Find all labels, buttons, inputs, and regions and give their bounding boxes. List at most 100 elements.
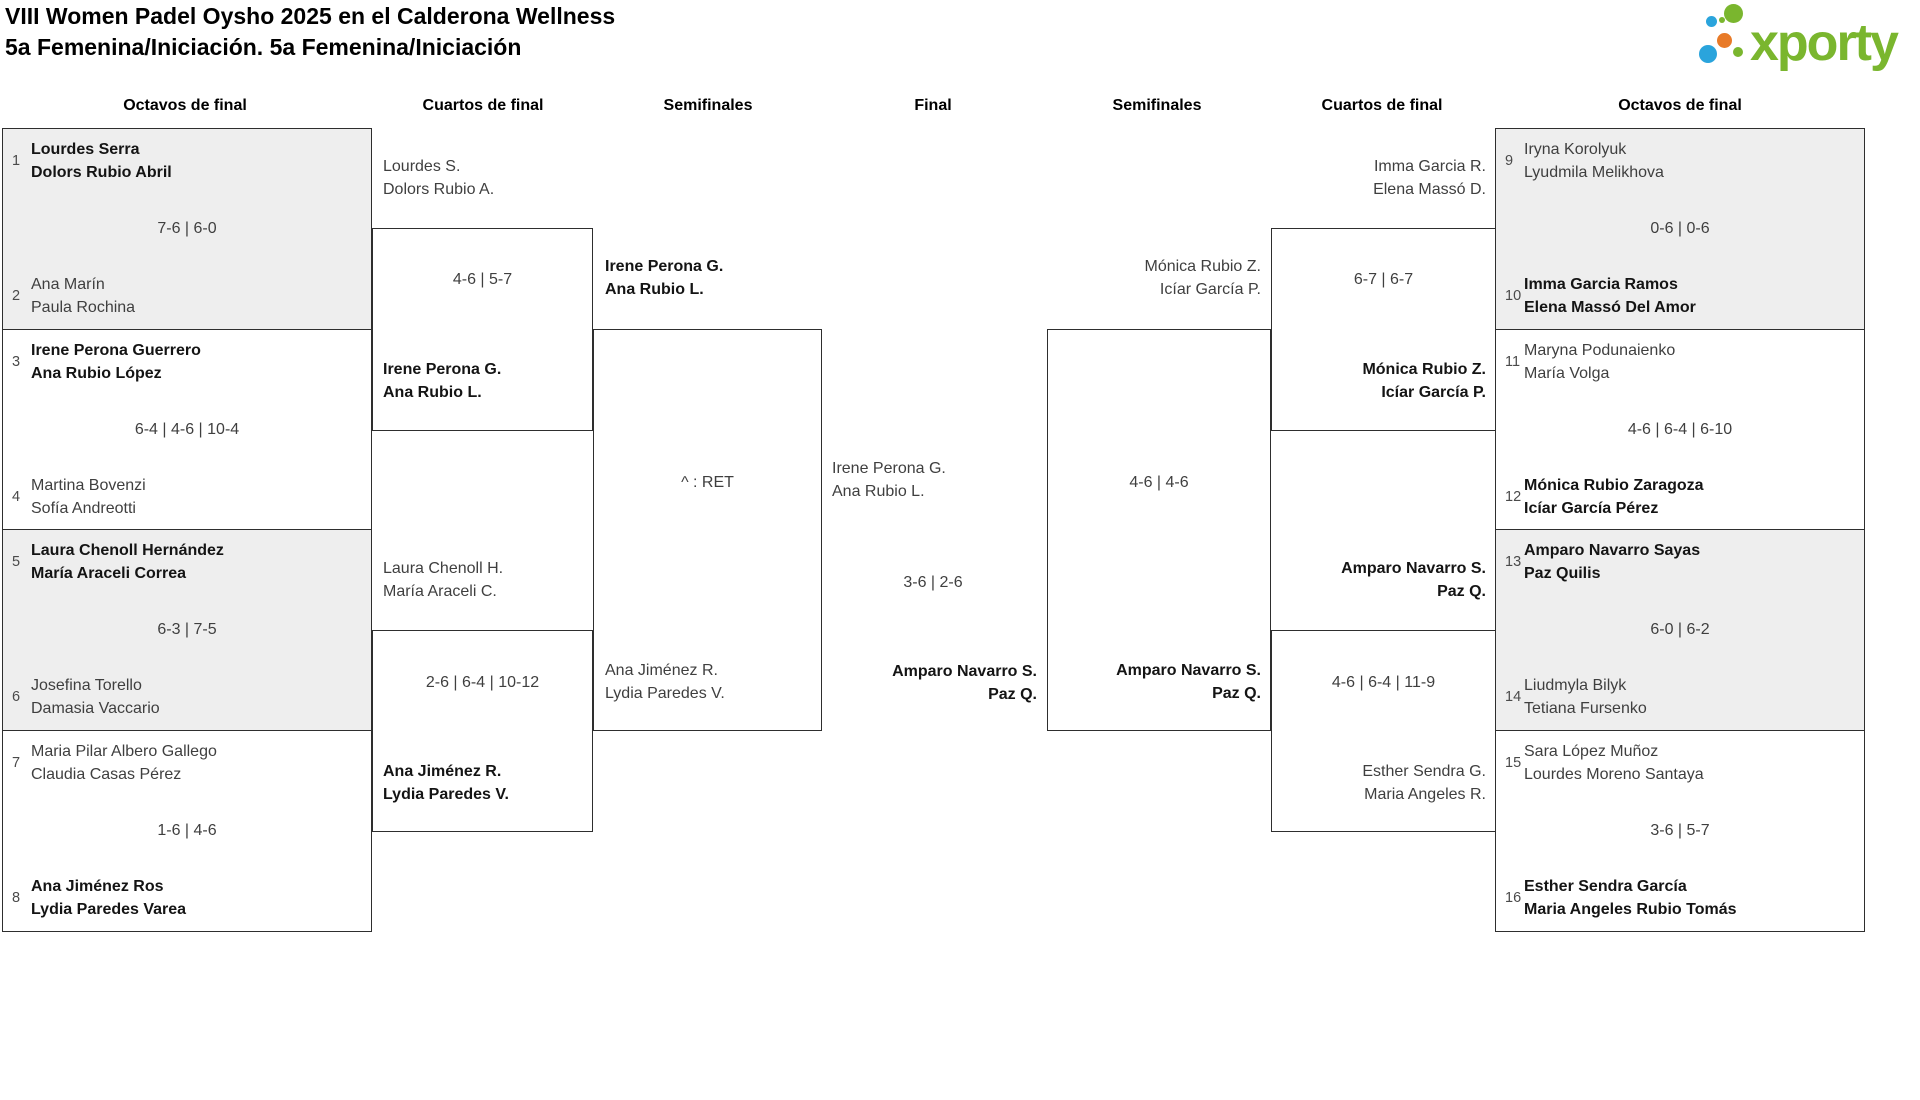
player-name: María Araceli C. [383,582,497,600]
player-name: Claudia Casas Pérez [31,765,182,783]
xporty-logo[interactable]: xporty [1690,4,1916,78]
match-score: 6-4 | 4-6 | 10-4 [134,421,240,438]
player-name: María Volga [1524,364,1610,382]
logo-dot-green-tiny [1719,17,1725,23]
team-name: Irene Perona G. Ana Rubio L. [605,256,723,301]
player-name: Paz Q. [1212,684,1261,702]
match-score: 4-6 | 5-7 [452,271,513,288]
match-score: 2-6 | 6-4 | 10-12 [425,674,540,691]
match-score: 6-7 | 6-7 [1353,271,1414,288]
octavos-right-column: 9 Iryna Korolyuk Lyudmila Melikhova 0-6 … [1495,128,1865,932]
match-score: 1-6 | 4-6 [157,822,217,839]
match-box-4: 7 Maria Pilar Albero Gallego Claudia Cas… [3,731,371,931]
quarterfinal-right-2-box [1271,630,1496,832]
match-box-3: 5 Laura Chenoll Hernández María Araceli … [3,530,371,731]
player-name: Iryna Korolyuk [1524,141,1627,158]
player-name: Lydia Paredes V. [383,785,509,803]
player-name: Amparo Navarro S. [892,663,1037,680]
player-name: Icíar García Pérez [1524,499,1659,517]
player-name: Elena Massó D. [1373,180,1486,198]
match-box-2: 3 Irene Perona Guerrero Ana Rubio López … [3,330,371,530]
player-name: Ana Jiménez Ros [31,878,164,895]
player-name: Paula Rochina [31,298,136,316]
player-name: Lyudmila Melikhova [1524,163,1664,181]
player-name: Esther Sendra G. [1362,763,1486,780]
team-name: Mónica Rubio Zaragoza Icíar García Pérez [1524,475,1704,520]
team-name: Mónica Rubio Z. Icíar García P. [1271,359,1486,404]
player-name: Laura Chenoll H. [383,560,504,577]
quarterfinal-left-2-box [372,630,593,832]
player-name: Ana Rubio L. [832,482,925,500]
player-name: Laura Chenoll Hernández [31,542,224,559]
logo-dot-orange [1717,33,1732,48]
seed-number: 11 [1505,354,1521,370]
round-header-semis-right: Semifinales [1112,97,1202,114]
semifinal-left-box [593,329,822,731]
match-score: 3-6 | 2-6 [903,574,963,591]
player-name: Irene Perona Guerrero [31,342,201,359]
octavos-left-column: 1 Lourdes Serra Dolors Rubio Abril 7-6 |… [2,128,372,932]
team-name: Martina Bovenzi Sofía Andreotti [31,475,146,520]
player-name: Maria Angeles Rubio Tomás [1524,900,1737,918]
seed-number: 15 [1505,755,1522,771]
seed-number: 7 [12,755,21,771]
seed-number: 2 [12,288,21,304]
team-name: Esther Sendra G. Maria Angeles R. [1271,761,1486,806]
player-name: Liudmyla Bilyk [1524,677,1627,694]
match-score: 3-6 | 5-7 [1650,822,1710,839]
player-name: Imma Garcia R. [1373,158,1486,175]
team-name: Imma Garcia R. Elena Massó D. [1271,156,1486,201]
match-box-6: 11 Maryna Podunaienko María Volga 4-6 | … [1496,330,1864,530]
team-name: Mónica Rubio Z. Icíar García P. [1047,256,1262,301]
team-name: Imma Garcia Ramos Elena Massó Del Amor [1524,274,1696,319]
player-name: Lydia Paredes Varea [31,900,187,918]
seed-number: 1 [12,153,21,169]
team-name: Sara López Muñoz Lourdes Moreno Santaya [1524,741,1704,786]
player-name: María Araceli Correa [31,564,187,582]
player-name: Dolors Rubio A. [383,180,495,198]
match-box-5: 9 Iryna Korolyuk Lyudmila Melikhova 0-6 … [1496,129,1864,330]
player-name: Esther Sendra García [1524,878,1687,895]
team-name: Amparo Navarro S. Paz Q. [1047,660,1261,705]
seed-number: 5 [12,554,21,570]
semifinal-right-box [1047,329,1271,731]
round-header-cuartos-left: Cuartos de final [422,97,544,114]
player-name: Amparo Navarro Sayas [1524,542,1701,559]
seed-number: 13 [1505,554,1522,570]
player-name: Paz Quilis [1524,564,1601,582]
player-name: Paz Q. [988,685,1037,703]
player-name: Maria Angeles R. [1364,785,1486,803]
match-score: 7-6 | 6-0 [157,220,217,237]
player-name: Icíar García P. [1381,383,1486,401]
logo-dot-blue-big [1699,45,1717,63]
round-header-final: Final [914,97,952,114]
seed-number: 8 [12,890,21,906]
player-name: Ana Jiménez R. [383,763,502,780]
player-name: Mónica Rubio Z. [1144,258,1262,275]
match-score: 4-6 | 6-4 | 6-10 [1627,421,1733,438]
match-score: 4-6 | 6-4 | 11-9 [1331,674,1436,691]
team-name: Ana Jiménez Ros Lydia Paredes Varea [31,876,186,921]
seed-number: 12 [1505,489,1522,505]
team-name: Maria Pilar Albero Gallego Claudia Casas… [31,741,217,786]
match-score: 6-0 | 6-2 [1650,621,1710,638]
team-name: Ana Marín Paula Rochina [31,274,135,319]
player-name: Irene Perona G. [832,460,946,477]
team-name: Laura Chenoll Hernández María Araceli Co… [31,540,224,585]
category-subtitle: 5a Femenina/Iniciación. 5a Femenina/Inic… [5,34,522,60]
seed-number: 3 [12,354,21,370]
player-name: Irene Perona G. [605,258,724,275]
team-name: Amparo Navarro S. Paz Q. [1271,558,1486,603]
round-header-semis-left: Semifinales [663,97,753,114]
team-name: Maryna Podunaienko María Volga [1524,340,1675,385]
match-box-7: 13 Amparo Navarro Sayas Paz Quilis 6-0 |… [1496,530,1864,731]
team-name: Ana Jiménez R. Lydia Paredes V. [383,761,509,806]
player-name: Tetiana Fursenko [1524,699,1647,717]
quarterfinal-right-1-box [1271,228,1496,431]
seed-number: 4 [12,489,21,505]
team-name: Amparo Navarro S. Paz Q. [822,661,1037,706]
team-name: Laura Chenoll H. María Araceli C. [383,558,503,603]
round-header-cuartos-right: Cuartos de final [1321,97,1443,114]
team-name: Ana Jiménez R. Lydia Paredes V. [605,660,725,705]
seed-number: 14 [1505,689,1522,705]
